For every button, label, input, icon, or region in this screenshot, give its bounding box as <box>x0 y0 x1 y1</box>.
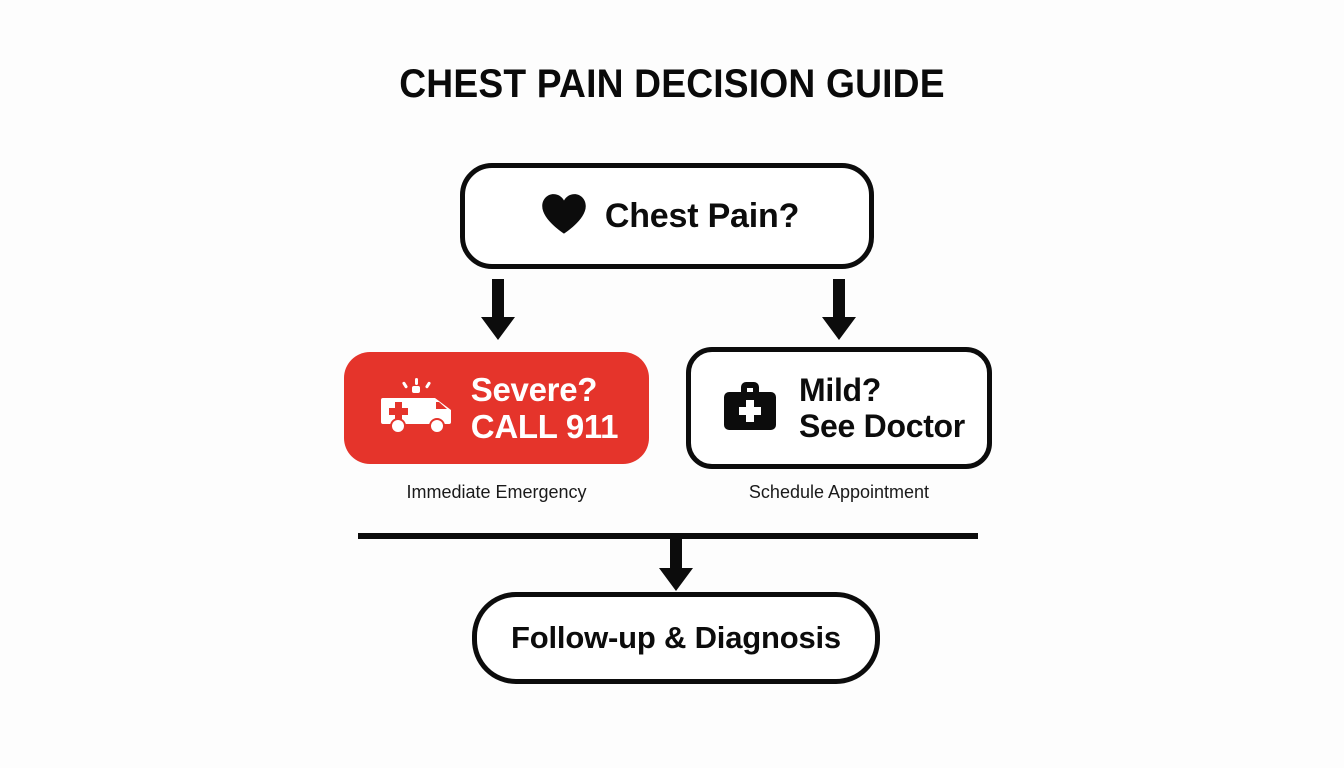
arrow-start-to-mild-icon <box>821 279 857 346</box>
node-mild-text: Mild? See Doctor <box>799 372 965 444</box>
heart-icon <box>541 193 587 240</box>
caption-schedule-appointment: Schedule Appointment <box>748 482 930 502</box>
node-follow-up-diagnosis[interactable]: Follow-up & Diagnosis <box>472 592 880 684</box>
arrow-merge-to-followup-icon <box>658 534 694 597</box>
node-chest-pain[interactable]: Chest Pain? <box>460 163 874 269</box>
node-severe-line1: Severe? <box>470 371 598 408</box>
arrow-start-to-severe-icon <box>480 279 516 346</box>
node-chest-pain-label: Chest Pain? <box>604 196 800 235</box>
node-mild-line2: See Doctor <box>799 408 965 444</box>
node-severe-text: Severe? CALL 911 <box>470 371 619 445</box>
node-mild-line1: Mild? <box>799 372 882 408</box>
node-severe-call-911[interactable]: Severe? CALL 911 <box>344 352 649 464</box>
caption-immediate-emergency: Immediate Emergency <box>406 482 587 502</box>
node-severe-line2: CALL 911 <box>470 408 619 445</box>
node-follow-up-diagnosis-label: Follow-up & Diagnosis <box>511 620 841 655</box>
merge-divider <box>358 533 978 539</box>
ambulance-icon <box>379 376 455 441</box>
node-mild-see-doctor[interactable]: Mild? See Doctor <box>686 347 992 469</box>
page-title: CHEST PAIN DECISION GUIDE <box>399 62 945 106</box>
medical-bag-icon <box>719 378 781 439</box>
